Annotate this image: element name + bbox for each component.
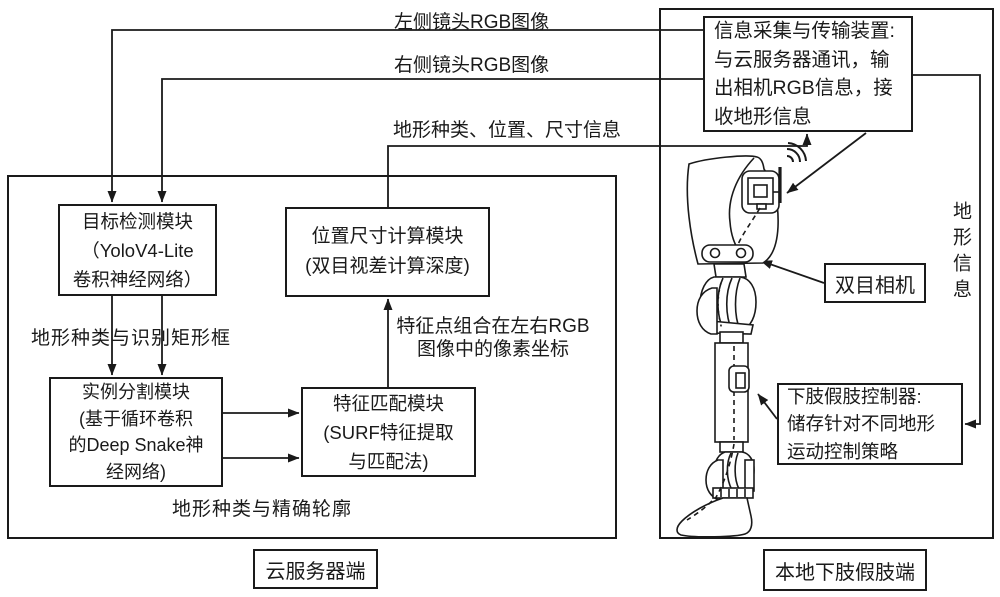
alignment-dash-ankle xyxy=(714,443,735,500)
label-terrain-type-and-bbox: 地形种类与识别矩形框 xyxy=(31,328,232,349)
connector-arrows xyxy=(107,29,981,463)
box-prosthesis-controller: 下肢假肢控制器: 储存针对不同地形 运动控制策略 xyxy=(777,383,963,465)
socket-adapter xyxy=(713,263,747,278)
label-left-lens-rgb-image: 左侧镜头RGB图像 xyxy=(394,12,550,33)
ankle-bracket-right xyxy=(744,459,755,492)
alignment-dash-socket xyxy=(736,207,761,248)
ankle-tube xyxy=(719,441,744,453)
label-terrain-type-and-contour: 地形种类与精确轮廓 xyxy=(172,499,353,520)
label-feature-point-pixel-coordinates: 特征点组合在左右RGB 图像中的像素坐标 xyxy=(396,316,590,360)
cloud-server-section-frame xyxy=(7,175,617,539)
prosthetic-leg-drawing xyxy=(676,142,807,538)
arrow-camera-label-to-camera xyxy=(760,260,825,284)
foot-plate-ticks xyxy=(720,489,746,497)
box-object-detection-module: 目标检测模块 （YoloV4-Lite 卷积神经网络） xyxy=(58,204,217,296)
box-position-size-module: 位置尺寸计算模块 (双目视差计算深度) xyxy=(285,207,490,297)
caption-cloud-server-side: 云服务器端 xyxy=(253,549,378,589)
foot-plate xyxy=(712,487,754,499)
label-terrain-type-position-size: 地形种类、位置、尺寸信息 xyxy=(393,120,622,141)
knee-tube xyxy=(719,331,744,344)
camera-lens-right xyxy=(735,247,747,259)
arrow-transmitter-to-antenna xyxy=(786,132,867,194)
arrow-right-rgb-to-detection xyxy=(157,78,703,203)
alignment-dash-knee xyxy=(717,282,723,330)
socket-rim-line xyxy=(728,157,755,251)
controller-device-screen xyxy=(735,372,746,389)
alignment-dash-foot xyxy=(686,500,713,521)
wifi-icon xyxy=(786,142,807,163)
box-info-collection-transmission-device: 信息采集与传输装置: 与云服务器通讯，输 出相机RGB信息，接 收地形信息 xyxy=(703,16,913,132)
arrow-transmitter-to-controller xyxy=(913,74,981,429)
label-right-lens-rgb-image: 右侧镜头RGB图像 xyxy=(394,55,550,76)
label-terrain-info-vertical: 地形信息 xyxy=(950,201,971,305)
box-binocular-camera-label: 双目相机 xyxy=(824,263,926,303)
box-feature-matching-module: 特征匹配模块 (SURF特征提取 与匹配法) xyxy=(301,387,476,477)
prosthetic-foot xyxy=(676,497,753,538)
box-instance-segmentation-module: 实例分割模块 (基于循环卷积 的Deep Snake神 经网络) xyxy=(49,377,223,487)
transmitter-device-screen xyxy=(753,184,768,198)
caption-local-prosthesis-side: 本地下肢假肢端 xyxy=(763,549,927,591)
arrow-terrain-info-to-transmitter xyxy=(387,133,812,207)
transmitter-device-tab xyxy=(756,203,767,210)
arrow-controller-label-to-device xyxy=(757,393,778,420)
arrow-left-rgb-to-detection xyxy=(107,29,703,203)
knee-bracket xyxy=(696,287,718,335)
camera-lens-left xyxy=(709,247,721,259)
prosthesis-section-frame xyxy=(659,8,994,539)
